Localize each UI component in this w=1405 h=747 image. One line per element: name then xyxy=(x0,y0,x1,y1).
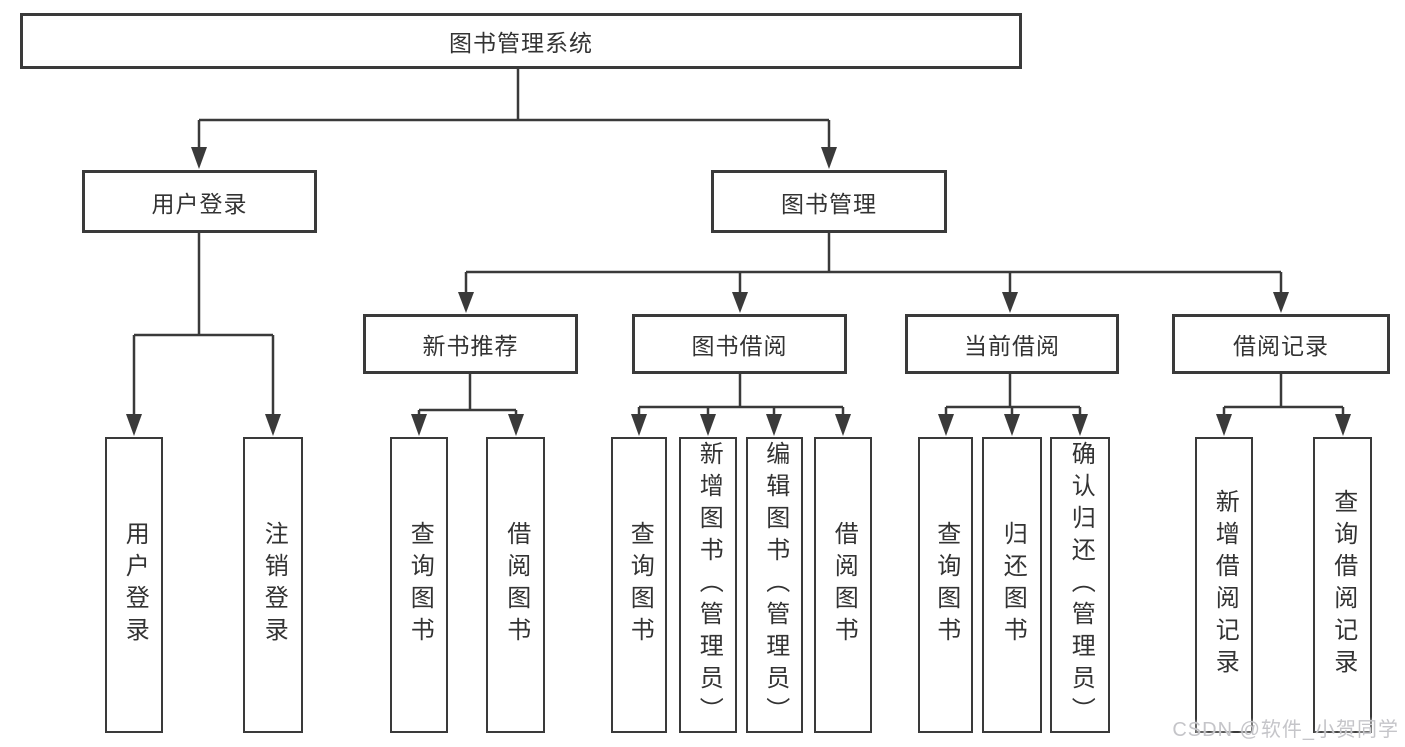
node-borrow-records: 借阅记录 xyxy=(1172,314,1390,374)
node-new-book-recommend: 新书推荐 xyxy=(363,314,578,374)
node-root-label: 图书管理系统 xyxy=(449,30,593,56)
node-book-borrow: 图书借阅 xyxy=(632,314,847,374)
leaf-borrow-books-recommend-label: 借阅图书 xyxy=(502,521,530,649)
tree-edges xyxy=(132,68,1345,415)
leaf-query-books-current: 查询图书 xyxy=(918,437,973,733)
leaf-query-books-recommend: 查询图书 xyxy=(390,437,448,733)
leaf-query-books-recommend-label: 查询图书 xyxy=(406,521,434,649)
leaf-user-login: 用户登录 xyxy=(105,437,163,733)
leaf-return-books: 归还图书 xyxy=(982,437,1042,733)
leaf-borrow-books: 借阅图书 xyxy=(814,437,872,733)
node-user-login: 用户登录 xyxy=(82,170,317,233)
leaf-confirm-return-admin-label: 确认归还（管理员） xyxy=(1067,441,1095,729)
node-new-book-recommend-label: 新书推荐 xyxy=(422,333,519,359)
leaf-user-login-label: 用户登录 xyxy=(121,521,149,649)
leaf-add-books-admin: 新增图书（管理员） xyxy=(679,437,737,733)
leaf-return-books-label: 归还图书 xyxy=(999,521,1027,649)
leaf-borrow-books-recommend: 借阅图书 xyxy=(486,437,545,733)
arrowheads xyxy=(126,147,1351,436)
leaf-borrow-books-label: 借阅图书 xyxy=(830,521,858,649)
node-user-login-label: 用户登录 xyxy=(151,190,248,217)
leaf-edit-books-admin: 编辑图书（管理员） xyxy=(746,437,803,733)
leaf-logout-label: 注销登录 xyxy=(260,521,288,649)
node-book-borrow-label: 图书借阅 xyxy=(691,333,788,359)
node-root-system: 图书管理系统 xyxy=(20,13,1022,69)
leaf-query-borrow-record: 查询借阅记录 xyxy=(1313,437,1372,733)
leaf-add-borrow-record-label: 新增借阅记录 xyxy=(1211,489,1239,681)
leaf-query-borrow-record-label: 查询借阅记录 xyxy=(1329,489,1357,681)
leaf-query-books-borrow: 查询图书 xyxy=(611,437,667,733)
node-current-borrow: 当前借阅 xyxy=(905,314,1119,374)
leaf-query-books-borrow-label: 查询图书 xyxy=(626,521,654,649)
csdn-watermark: CSDN @软件_小贺同学 xyxy=(1172,719,1399,741)
leaf-edit-books-admin-label: 编辑图书（管理员） xyxy=(761,441,789,729)
node-borrow-records-label: 借阅记录 xyxy=(1233,333,1329,359)
leaf-query-books-current-label: 查询图书 xyxy=(932,521,960,649)
node-current-borrow-label: 当前借阅 xyxy=(964,333,1060,359)
node-book-management-label: 图书管理 xyxy=(781,190,877,217)
leaf-logout: 注销登录 xyxy=(243,437,303,733)
leaf-add-books-admin-label: 新增图书（管理员） xyxy=(695,441,723,729)
leaf-add-borrow-record: 新增借阅记录 xyxy=(1195,437,1253,733)
leaf-confirm-return-admin: 确认归还（管理员） xyxy=(1050,437,1110,733)
node-book-management: 图书管理 xyxy=(711,170,947,233)
